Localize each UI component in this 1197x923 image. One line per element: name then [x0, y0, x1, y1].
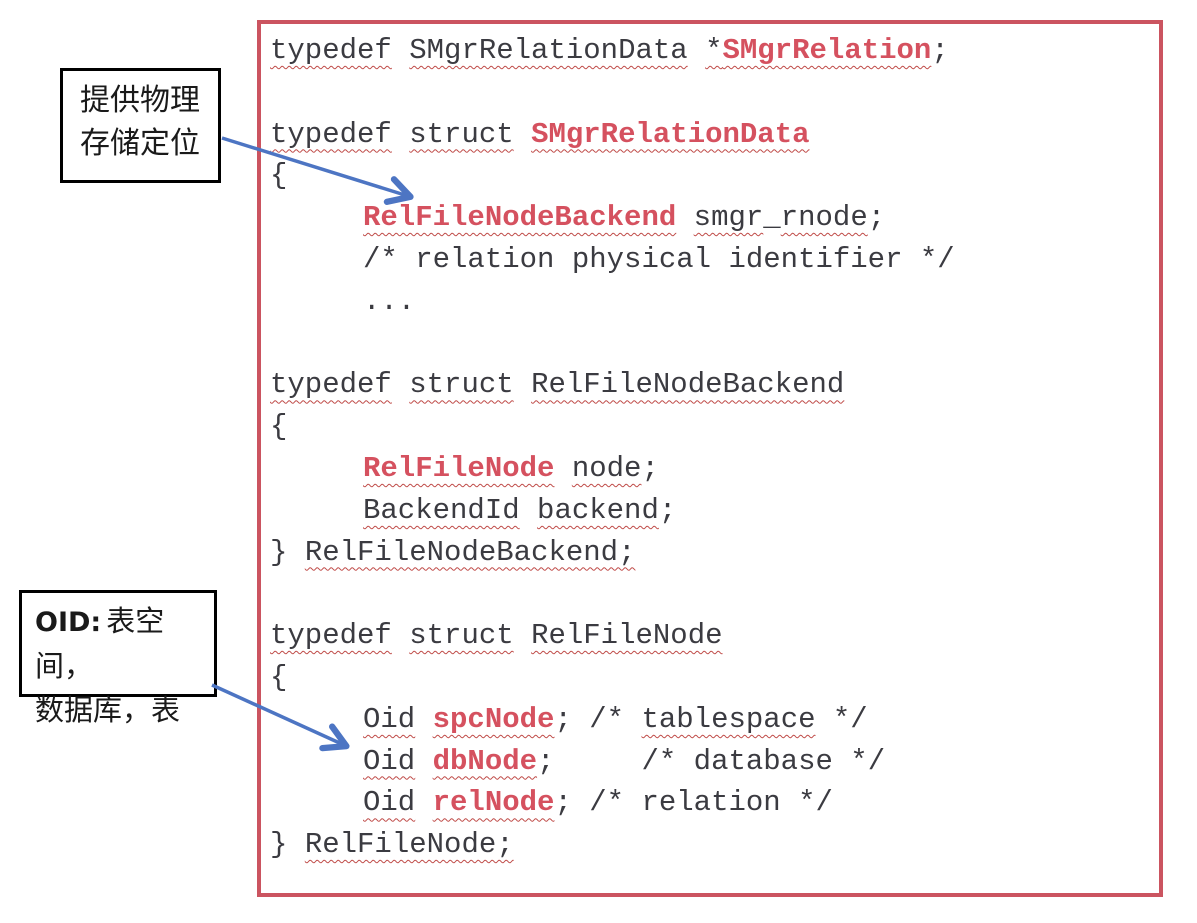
code-token: Oid — [363, 786, 416, 820]
note-line-rest: 表空间， — [35, 606, 165, 683]
code-line: Oid dbNode; /* database */ — [270, 741, 1159, 783]
code-token: typedef — [270, 368, 392, 402]
code-token: node — [571, 451, 642, 485]
code-token-highlight: relNode — [432, 786, 555, 820]
code-token: typedef — [270, 34, 392, 67]
code-token — [392, 368, 409, 401]
code-token: rnode — [780, 201, 868, 235]
code-token: smgr — [693, 201, 764, 235]
code-line: typedef struct SMgrRelationData — [270, 114, 1159, 156]
code-token: struct — [409, 619, 514, 653]
code-token: struct — [409, 368, 514, 402]
code-token-highlight: SMgrRelationData — [531, 117, 810, 151]
code-token: RelFileNode; — [304, 828, 514, 862]
note-physical-storage: 提供物理 存储定位 — [60, 68, 221, 183]
code-line: { — [270, 155, 1159, 197]
code-token: Oid — [363, 702, 416, 736]
note-line: 数据库，表 — [35, 695, 181, 727]
code-token: ; — [867, 201, 886, 235]
code-token: Oid — [363, 744, 416, 778]
code-token-highlight: spcNode — [432, 702, 555, 736]
code-token: BackendId — [363, 493, 520, 527]
code-token: struct — [409, 117, 514, 151]
code-line: Oid relNode; /* relation */ — [270, 782, 1159, 824]
code-token: RelFileNode — [531, 619, 723, 653]
code-token — [415, 745, 432, 778]
code-token — [392, 619, 409, 652]
code-line: RelFileNodeBackend smgr_rnode; — [270, 197, 1159, 239]
code-line: typedef struct RelFileNodeBackend — [270, 364, 1159, 406]
code-token: ; — [931, 34, 949, 67]
code-line: ... — [270, 281, 1159, 323]
code-token: _ — [763, 201, 781, 235]
note-line: 提供物理 — [80, 84, 200, 117]
code-token — [392, 34, 409, 67]
code-line: BackendId backend; — [270, 490, 1159, 532]
code-token — [514, 368, 531, 401]
code-token — [676, 201, 693, 234]
code-token — [415, 703, 432, 736]
code-token-highlight: SMgrRelation — [722, 34, 932, 67]
code-token — [514, 619, 531, 652]
code-token: tablespace — [641, 702, 816, 736]
code-token — [520, 494, 537, 527]
code-token — [415, 786, 432, 819]
code-token-highlight: RelFileNodeBackend — [363, 201, 677, 235]
code-token: /* relation physical identifier */ — [363, 242, 955, 276]
code-line: RelFileNode node; — [270, 448, 1159, 490]
code-token-highlight: dbNode — [432, 744, 538, 778]
code-line: { — [270, 406, 1159, 448]
code-token — [554, 452, 571, 485]
code-panel: typedef SMgrRelationData *SMgrRelation ; … — [257, 20, 1163, 897]
code-token: { — [270, 410, 288, 444]
code-line: typedef SMgrRelationData *SMgrRelation; — [270, 30, 1159, 72]
code-line: /* relation physical identifier */ — [270, 239, 1159, 281]
code-token: */ — [815, 702, 868, 736]
note-line: OID:表空间， — [35, 600, 214, 689]
code-line: } RelFileNode; — [270, 824, 1159, 866]
code-token: ; — [641, 451, 659, 485]
code-token-highlight: RelFileNode — [363, 451, 555, 485]
code-token: } — [270, 828, 305, 862]
code-token: RelFileNodeBackend; — [304, 535, 636, 569]
code-token: typedef — [270, 619, 392, 653]
code-line: Oid spcNode; /* tablespace */ — [270, 699, 1159, 741]
code-line: } RelFileNodeBackend; — [270, 532, 1159, 574]
code-token: ; — [658, 493, 677, 527]
code-token: SMgrRelationData — [409, 34, 688, 67]
code-line: { — [270, 657, 1159, 699]
code-token — [688, 34, 705, 67]
code-token: ; /* database */ — [537, 744, 886, 778]
code-token: { — [270, 660, 288, 694]
code-line: typedef struct RelFileNode — [270, 615, 1159, 657]
code-token — [514, 118, 531, 151]
code-token: ; /* — [554, 702, 642, 736]
code-token: * — [705, 34, 723, 67]
code-token: RelFileNodeBackend — [531, 368, 845, 402]
code-token: backend — [537, 493, 659, 527]
code-line — [270, 323, 1159, 365]
code-token — [392, 118, 409, 151]
code-token: } — [270, 535, 305, 569]
code-line — [270, 72, 1159, 114]
note-line: 存储定位 — [80, 127, 200, 160]
code-token: { — [270, 159, 288, 193]
code-token: ; /* relation */ — [554, 786, 833, 820]
oid-label: OID: — [35, 607, 102, 638]
code-token: typedef — [270, 117, 392, 151]
note-oid: OID:表空间， 数据库，表 — [19, 590, 217, 727]
code-token: ... — [363, 284, 416, 318]
code-line — [270, 573, 1159, 615]
